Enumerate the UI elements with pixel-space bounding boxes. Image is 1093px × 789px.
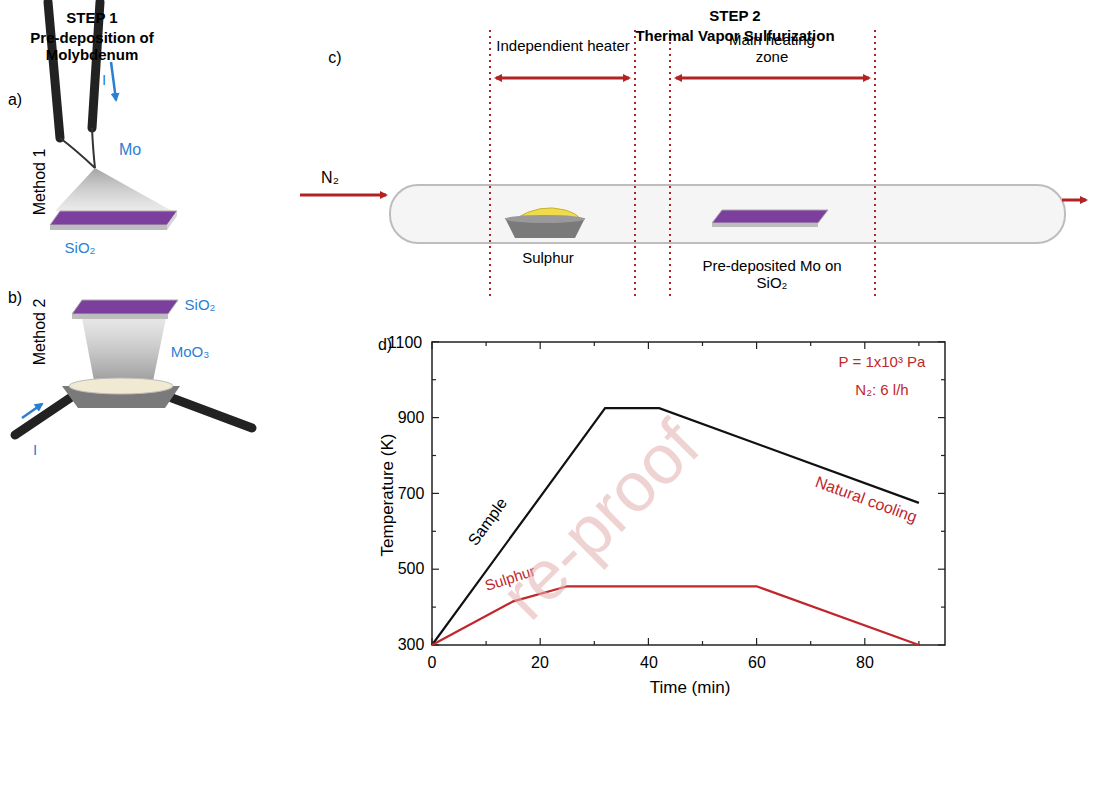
- axis-tick: [486, 641, 487, 645]
- panel-letter: b): [8, 289, 22, 307]
- curve-label: Natural cooling: [813, 473, 920, 527]
- axis-tick: [864, 638, 865, 645]
- axis-value: 500: [398, 560, 425, 578]
- zone-label: Main heating zone: [717, 31, 827, 66]
- axis-title: Time (min): [650, 678, 731, 698]
- axis-tick: [432, 569, 439, 570]
- axis-tick: [810, 641, 811, 645]
- axis-tick: [938, 644, 945, 645]
- gas-label: N₂: [321, 169, 339, 187]
- axis-tick: [702, 641, 703, 645]
- substrate-label: SiO₂: [185, 296, 216, 313]
- axis-tick: [918, 342, 919, 346]
- axis-tick: [941, 606, 945, 607]
- axis-value: 20: [531, 654, 549, 672]
- axis-value: 300: [398, 636, 425, 654]
- axis-tick: [938, 569, 945, 570]
- axis-tick: [756, 638, 757, 645]
- curve-label: Sample: [465, 495, 512, 550]
- current-label: I: [102, 71, 106, 88]
- axis-tick: [648, 638, 649, 645]
- axis-tick: [938, 417, 945, 418]
- axis-tick: [432, 531, 436, 532]
- axis-tick: [432, 606, 436, 607]
- panel-letter: c): [328, 49, 341, 67]
- temperature-chart: [432, 342, 945, 645]
- method-label: Method 2: [31, 299, 49, 366]
- axis-tick: [432, 379, 436, 380]
- condition-note: P = 1x10³ Pa: [839, 353, 926, 370]
- axis-tick: [432, 417, 439, 418]
- step-title: Pre-deposition of Molybdenum: [12, 29, 172, 64]
- material-label: MoO₃: [171, 343, 210, 360]
- step-heading: STEP 2: [709, 7, 760, 24]
- axis-value: 1100: [388, 334, 422, 352]
- axis-tick: [756, 342, 757, 349]
- axis-tick: [941, 531, 945, 532]
- material-label: Mo: [119, 141, 141, 159]
- method-label: Method 1: [31, 149, 49, 216]
- current-label: I: [33, 441, 37, 458]
- axis-tick: [941, 455, 945, 456]
- axis-tick: [432, 455, 436, 456]
- axis-tick: [648, 342, 649, 349]
- axis-tick: [594, 641, 595, 645]
- axis-title: Temperature (K): [378, 434, 398, 557]
- axis-value: 40: [640, 654, 658, 672]
- step-heading: STEP 1: [66, 9, 117, 26]
- axis-tick: [540, 638, 541, 645]
- axis-tick: [486, 342, 487, 346]
- axis-tick: [540, 342, 541, 349]
- boat-label: Sulphur: [522, 249, 574, 266]
- axis-tick: [594, 342, 595, 346]
- axis-tick: [864, 342, 865, 349]
- substrate-label: SiO₂: [65, 239, 96, 256]
- axis-tick: [702, 342, 703, 346]
- axis-tick: [810, 342, 811, 346]
- panel-letter: a): [8, 91, 22, 109]
- axis-value: 60: [748, 654, 766, 672]
- axis-value: 80: [856, 654, 874, 672]
- sample-label: Pre-deposited Mo on SiO₂: [692, 257, 852, 292]
- boat-evaporator: [15, 300, 252, 435]
- axis-tick: [431, 342, 432, 349]
- axis-tick: [432, 493, 439, 494]
- condition-note: N₂: 6 l/h: [855, 381, 908, 398]
- axis-value: 0: [428, 654, 437, 672]
- axis-tick: [432, 341, 439, 342]
- axis-tick: [938, 493, 945, 494]
- zone-label: Independient heater: [496, 37, 629, 54]
- furnace-tube: [300, 30, 1086, 300]
- watermark: re-proof: [485, 405, 715, 635]
- axis-tick: [938, 341, 945, 342]
- axis-value: 700: [398, 485, 425, 503]
- axis-tick: [941, 379, 945, 380]
- axis-value: 900: [398, 409, 425, 427]
